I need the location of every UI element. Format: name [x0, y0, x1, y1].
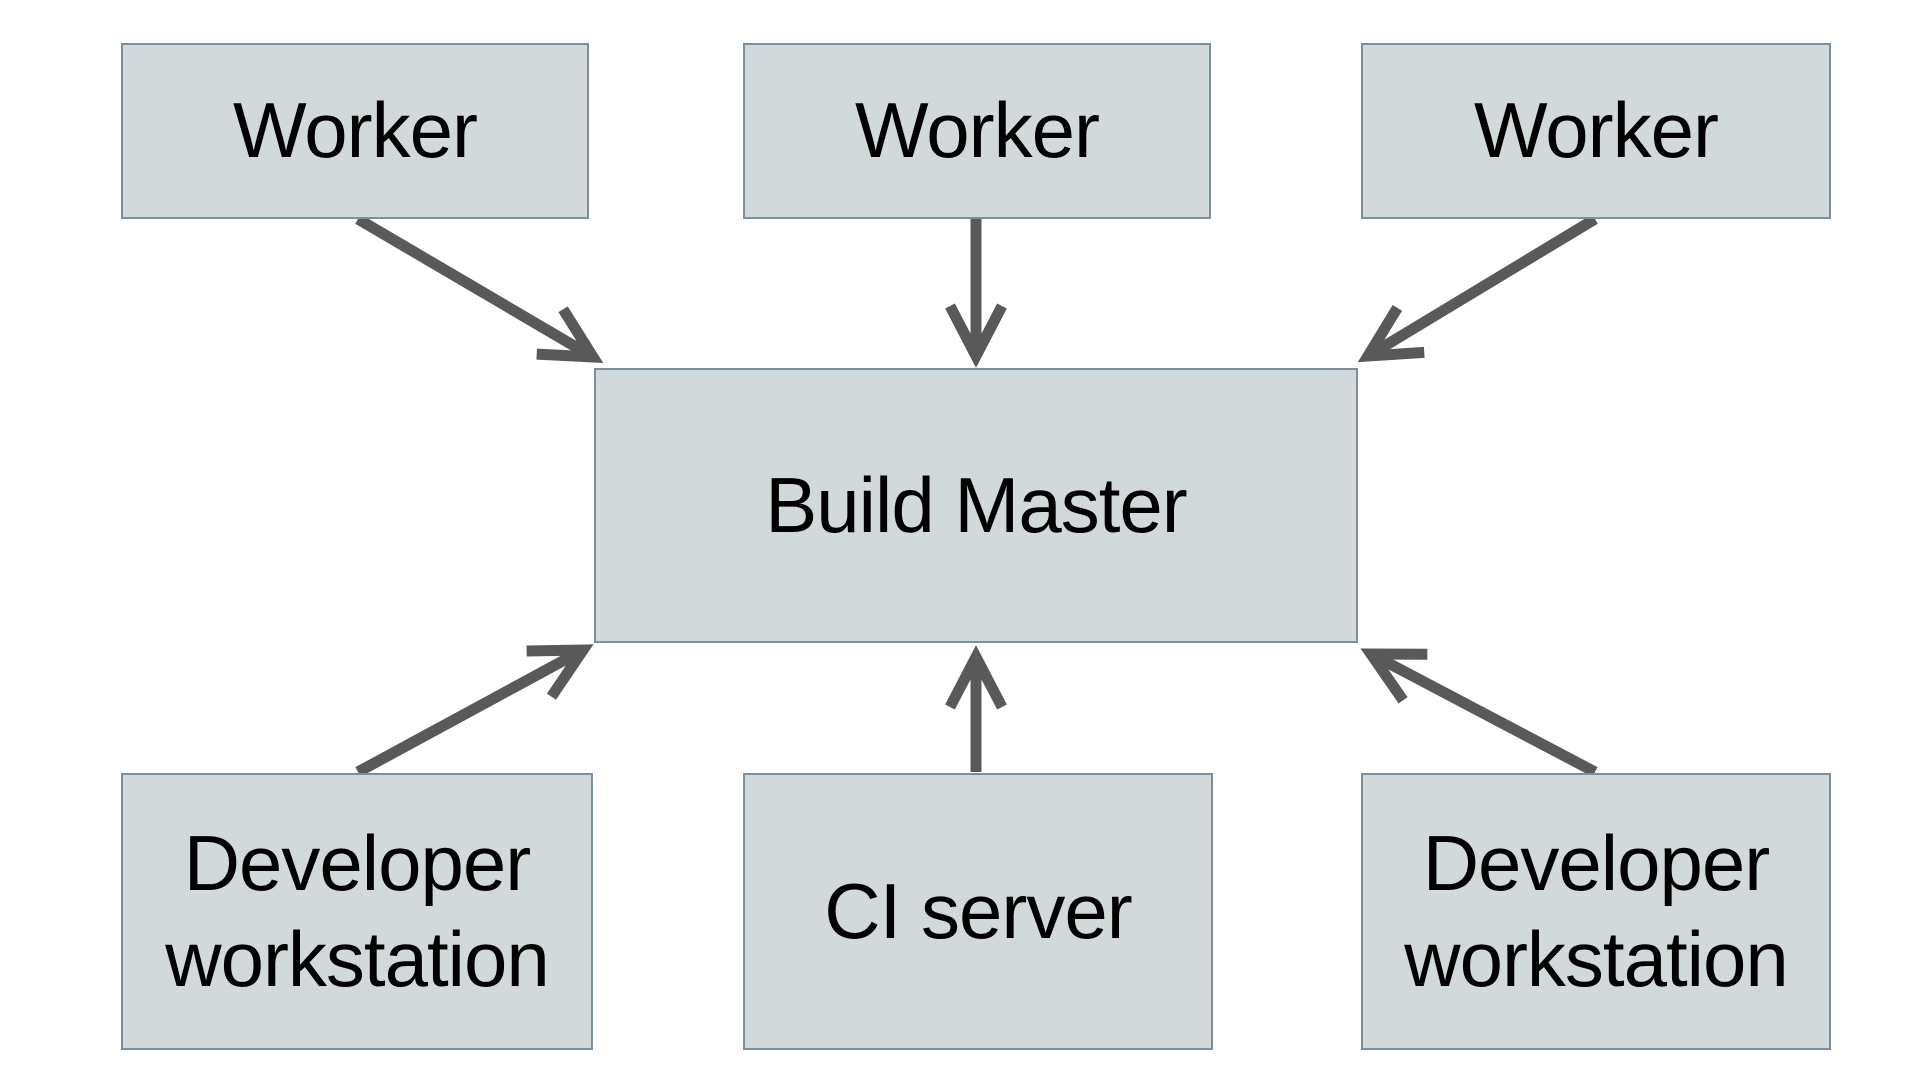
arrow-worker-1-to-build-master — [355, 214, 604, 364]
node-developer-workstation-left: Developer workstation — [121, 773, 593, 1050]
node-ci-server: CI server — [743, 773, 1213, 1050]
arrow-worker-3-to-build-master — [1357, 214, 1598, 363]
node-build-master-label: Build Master — [765, 460, 1187, 549]
arrow-developer-workstation-right-to-build-master — [1360, 648, 1598, 777]
node-worker-3: Worker — [1361, 43, 1831, 219]
arrow-developer-workstation-left-to-build-master — [355, 644, 594, 777]
node-developer-workstation-left-label: Developer workstation — [165, 819, 550, 1003]
node-worker-3-label: Worker — [1474, 86, 1719, 175]
node-ci-server-label: CI server — [824, 866, 1132, 955]
node-worker-2: Worker — [743, 43, 1211, 219]
node-worker-1: Worker — [121, 43, 589, 219]
node-build-master: Build Master — [594, 368, 1358, 643]
node-developer-workstation-right: Developer workstation — [1361, 773, 1831, 1050]
node-worker-1-label: Worker — [233, 86, 478, 175]
node-developer-workstation-right-label: Developer workstation — [1404, 819, 1789, 1003]
node-worker-2-label: Worker — [855, 86, 1100, 175]
